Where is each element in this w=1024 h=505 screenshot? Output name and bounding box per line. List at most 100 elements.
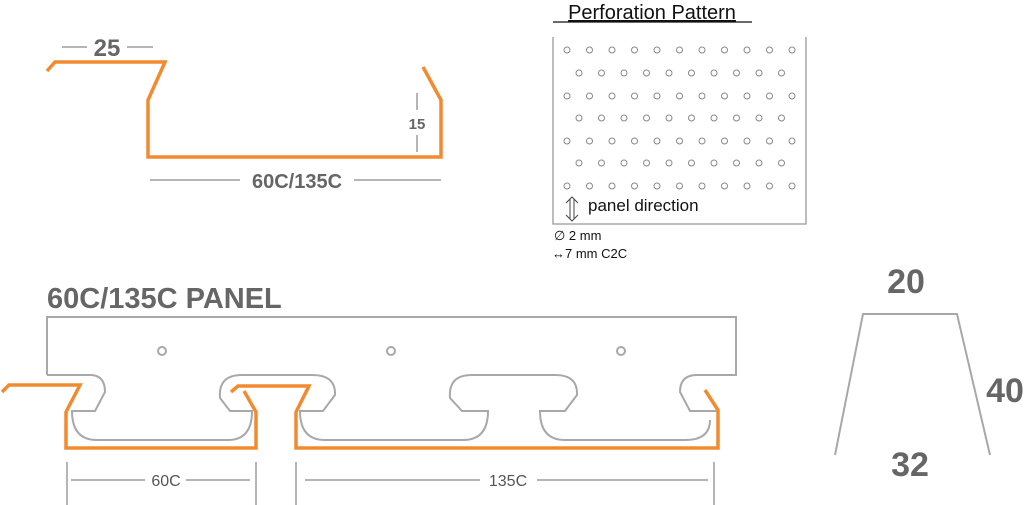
perforation-hole — [710, 69, 718, 77]
perforation-hole — [733, 159, 740, 167]
perforation-hole — [653, 92, 661, 100]
perforation-hole — [586, 46, 593, 54]
perforation-hole — [778, 159, 785, 167]
perforation-hole — [698, 92, 706, 100]
trapezoid-section: 20 40 32 — [834, 263, 1024, 484]
perforation-hole — [620, 114, 628, 122]
perforation-hole — [733, 114, 740, 122]
perforation-hole — [598, 114, 605, 122]
top-width-label: 25 — [94, 35, 121, 62]
perforation-hole — [743, 46, 751, 54]
perforation-hole — [788, 92, 796, 100]
perforation-hole — [643, 159, 650, 167]
perforation-hole — [755, 114, 763, 122]
perforation-hole — [688, 114, 695, 122]
perforation-hole — [676, 137, 683, 145]
base-label: 60C/135C — [252, 171, 342, 193]
trapezoid-shape — [834, 313, 991, 456]
perforation-hole — [766, 92, 773, 100]
panel-hole — [386, 346, 396, 356]
perforation-hole — [631, 92, 638, 100]
panel-title: 60C/135C PANEL — [47, 283, 282, 315]
perforation-hole — [598, 159, 605, 167]
perforation-hole — [688, 159, 695, 167]
top-profile: 25 15 60C/135C — [45, 35, 443, 193]
diameter-label: ∅ 2 mm — [554, 228, 601, 243]
perforation-hole — [563, 92, 571, 100]
perforation-hole — [755, 69, 763, 77]
perforation-hole — [743, 137, 751, 145]
perforation-hole — [788, 182, 796, 190]
perforation-hole — [563, 137, 571, 145]
trapezoid-height-label: 40 — [986, 372, 1024, 410]
perforation-hole — [575, 69, 583, 77]
perforation-hole — [665, 114, 673, 122]
perforation-hole — [778, 69, 785, 77]
perforation-hole — [563, 182, 571, 190]
perforation-hole — [721, 92, 728, 100]
perforation-hole — [743, 182, 751, 190]
panel-outline — [46, 316, 737, 441]
perforation-hole — [766, 137, 773, 145]
perforation-hole — [631, 137, 638, 145]
perforation-hole — [608, 137, 616, 145]
perforation-hole — [676, 92, 683, 100]
panel-section: 60C/135C PANEL 60C 135C — [0, 283, 737, 505]
perforation-hole — [575, 159, 583, 167]
perforation-hole — [586, 137, 593, 145]
panel-profile-left — [0, 383, 258, 450]
dim-right-label: 135C — [489, 473, 527, 490]
perforation-hole — [586, 92, 593, 100]
panel-profile-right — [229, 384, 720, 450]
perforation-hole — [733, 69, 740, 77]
perforation-hole — [586, 182, 593, 190]
perforation-hole — [631, 46, 638, 54]
perforation-hole — [563, 46, 571, 54]
perforation-hole — [766, 182, 773, 190]
perforation-hole — [665, 69, 673, 77]
perforation-hole — [710, 159, 718, 167]
perforation-hole — [575, 114, 583, 122]
trapezoid-top-label: 20 — [887, 263, 925, 301]
perforation-hole — [665, 159, 673, 167]
perforation-hole — [755, 159, 763, 167]
perforation-hole — [676, 46, 683, 54]
perforation-hole — [766, 46, 773, 54]
perforation-hole — [788, 46, 796, 54]
perforation-hole — [653, 46, 661, 54]
height-label: 15 — [409, 116, 426, 133]
perforation-hole — [620, 159, 628, 167]
double-arrow-icon — [565, 196, 579, 222]
perforation-hole — [721, 137, 728, 145]
perforation-hole — [608, 92, 616, 100]
panel-dimension-lines — [66, 462, 715, 505]
perforation-hole — [778, 114, 785, 122]
perforation-hole — [721, 182, 728, 190]
trapezoid-bottom-label: 32 — [891, 446, 929, 484]
direction-label: panel direction — [588, 196, 699, 215]
perforation-hole — [631, 182, 638, 190]
perforation-hole — [653, 137, 661, 145]
perforation-title: Perforation Pattern — [568, 2, 736, 24]
perforation-hole — [743, 92, 751, 100]
perforation-pattern: Perforation Pattern panel direction ∅ 2 … — [552, 2, 807, 261]
perforation-hole — [698, 46, 706, 54]
perforation-dots — [563, 46, 796, 190]
top-profile-shape — [45, 60, 443, 159]
perforation-hole — [608, 46, 616, 54]
dim-left-label: 60C — [151, 473, 180, 490]
panel-hole — [157, 346, 167, 356]
perforation-hole — [653, 182, 661, 190]
panel-hole — [616, 346, 626, 356]
perforation-hole — [608, 182, 616, 190]
perforation-hole — [620, 69, 628, 77]
perforation-hole — [688, 69, 695, 77]
perforation-hole — [698, 137, 706, 145]
perforation-hole — [721, 46, 728, 54]
perforation-hole — [710, 114, 718, 122]
spacing-label: ↔7 mm C2C — [552, 246, 627, 261]
perforation-hole — [788, 137, 796, 145]
perforation-hole — [676, 182, 683, 190]
perforation-hole — [643, 69, 650, 77]
